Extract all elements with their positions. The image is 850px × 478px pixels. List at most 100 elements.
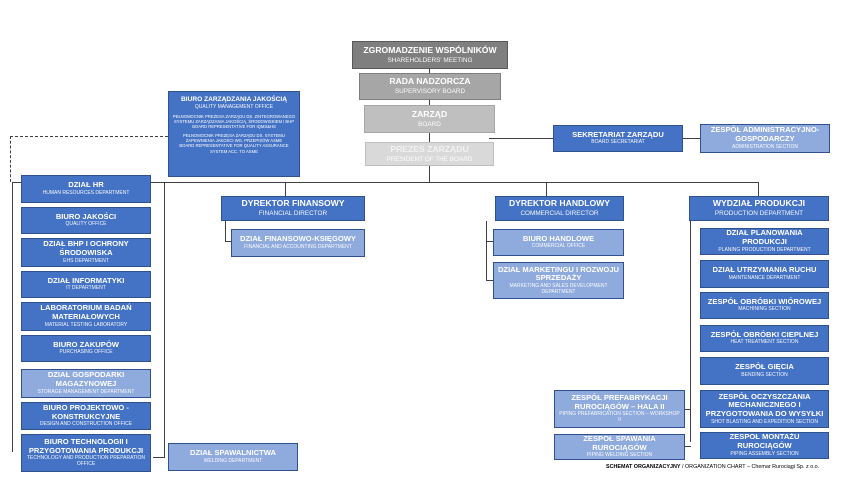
connector-line — [758, 182, 759, 196]
connector-line — [486, 221, 487, 281]
machining-section-box: ZESPÓŁ OBRÓBKI WIÓROWEJ MACHINING SECTIO… — [700, 292, 829, 319]
unit-subtitle: MATERIAL TESTING LABORATORY — [44, 321, 128, 328]
connector-line — [225, 241, 231, 242]
unit-title: BIURO ZAKUPÓW — [53, 339, 119, 349]
quality-office-box: BIURO JAKOŚCI QUALITY OFFICE — [21, 207, 151, 234]
commercial-director-box: DYREKTOR HANDLOWY COMMERCIAL DIRECTOR — [495, 196, 624, 221]
board-title: ZARZĄD — [411, 108, 448, 119]
commercial-office-box: BIURO HANDLOWE COMMERCIAL OFFICE — [493, 229, 624, 256]
unit-title: BIURO JAKOŚCI — [55, 211, 117, 221]
unit-subtitle: DESIGN AND CONSTRUCTION OFFICE — [39, 421, 133, 428]
supervisory-board-title: RADA NADZORCZA — [389, 76, 471, 87]
it-department-box: DZIAŁ INFORMATYKI IT DEPARTMENT — [21, 271, 151, 298]
bending-section-box: ZESPÓŁ GIĘCIA BENDING SECTION — [700, 357, 829, 385]
unit-title: DZIAŁ UTRZYMANIA RUCHU — [712, 265, 817, 275]
unit-title: BIURO PROJEKTOWO - KONSTRUKCYJNE — [43, 402, 129, 421]
financial-director-subtitle: FINANCIAL DIRECTOR — [258, 210, 328, 218]
unit-title: ZESPÓŁ GIĘCIA — [735, 362, 794, 372]
hr-department-box: DZIAŁ HR HUMAN RESOURCES DEPARTMENT — [21, 175, 151, 203]
administration-section-title: ZESPÓŁ ADMINISTRACYJNO-GOSPODARCZY — [710, 125, 820, 144]
footer-text: / ORGANIZATION CHART – Chemar Rurociągi … — [680, 464, 820, 470]
commercial-director-title: DYREKTOR HANDLOWY — [508, 198, 611, 209]
shareholders-meeting-box: ZGROMADZENIE WSPÓLNIKÓW SHAREHOLDERS' ME… — [352, 41, 508, 69]
shareholders-meeting-title: ZGROMADZENIE WSPÓLNIKÓW — [363, 44, 497, 55]
supervisory-board-subtitle: SUPERVISORY BOARD — [394, 88, 466, 96]
unit-subtitle: HUMAN RESOURCES DEPARTMENT — [42, 189, 130, 196]
connector-line — [546, 182, 547, 196]
dashed-connector — [10, 136, 168, 137]
connector-line — [690, 221, 691, 442]
quality-management-office-box: BIURO ZARZĄDZANIA JAKOŚCIĄ QUALITY MANAG… — [168, 91, 300, 177]
quality-management-title: BIURO ZARZĄDZANIA JAKOŚCIĄ — [181, 96, 287, 103]
connector-line — [12, 182, 758, 183]
production-department-title: WYDZIAŁ PRODUKCJI — [712, 198, 806, 209]
board-secretariat-title: SEKRETARIAT ZARZĄDU — [572, 129, 664, 139]
piping-welding-subtitle: PIPING WELDING SECTION — [586, 452, 653, 459]
unit-title: DZIAŁ PLANOWANIA PRODUKCJI — [726, 228, 803, 247]
connector-line — [685, 409, 691, 410]
piping-prefabrication-title: ZESPÓŁ PREFABRYKACJI RUROCIĄGÓW – HALA I… — [571, 393, 668, 411]
president-box: PREZES ZARZĄDU PRESIDENT OF THE BOARD — [365, 142, 494, 166]
dashed-connector — [10, 136, 11, 182]
commercial-office-title: BIURO HANDLOWE — [522, 233, 595, 243]
production-department-box: WYDZIAŁ PRODUKCJI PRODUCTION DEPARTMENT — [689, 196, 829, 221]
piping-welding-box: ZESPÓŁ SPAWANIA RUROCIĄGÓW PIPING WELDIN… — [554, 434, 685, 460]
storage-management-box: DZIAŁ GOSPODARKI MAGAZYNOWEJ STORAGE MAN… — [21, 369, 151, 398]
board-secretariat-subtitle: BOARD SECRETARIAT — [591, 139, 645, 146]
unit-subtitle: BENDING SECTION — [741, 371, 788, 378]
unit-title: ZESPÓŁ MONTAŻU RUROCIĄGÓW — [729, 432, 800, 451]
president-subtitle: PRESIDENT OF THE BOARD — [386, 155, 473, 163]
unit-subtitle: SHOT BLASTING AND EXPEDITION SECTION — [711, 418, 818, 425]
heat-treatment-box: ZESPÓŁ OBRÓBKI CIEPLNEJ HEAT TREATMENT S… — [700, 325, 829, 352]
board-box: ZARZĄD BOARD — [364, 105, 495, 133]
unit-subtitle: HEAT TREATMENT SECTION — [730, 339, 799, 346]
unit-title: DZIAŁ HR — [68, 180, 104, 190]
marketing-department-box: DZIAŁ MARKETINGU I ROZWOJU SPRZEDAŻY MAR… — [493, 262, 624, 299]
quality-representative-note: PEŁNOMOCNIK PREZESA ZARZĄDU DS. ZINTEGRO… — [172, 114, 296, 125]
marketing-department-title: DZIAŁ MARKETINGU I ROZWOJU SPRZEDAŻY — [497, 264, 620, 283]
connector-line — [683, 138, 700, 139]
connector-line — [153, 457, 165, 458]
unit-subtitle: TECHNOLOGY AND PRODUCTION PREPARATION OF… — [26, 455, 146, 468]
unit-subtitle: MAINTENANCE DEPARTMENT — [728, 274, 801, 281]
administration-section-box: ZESPÓŁ ADMINISTRACYJNO-GOSPODARCZY ADMIN… — [700, 124, 830, 153]
quality-management-subtitle: QUALITY MANAGEMENT OFFICE — [194, 103, 274, 110]
asme-representative-note: PEŁNOMOCNIK PREZESA ZARZĄDU DS. SYSTEMU … — [183, 133, 285, 144]
chart-footer: SCHEMAT ORGANIZACYJNY / ORGANIZATION CHA… — [606, 464, 819, 470]
financial-director-title: DYREKTOR FINANSOWY — [241, 198, 345, 209]
purchasing-office-box: BIURO ZAKUPÓW PURCHASING OFFICE — [21, 335, 151, 362]
design-office-box: BIURO PROJEKTOWO - KONSTRUKCYJNE DESIGN … — [21, 402, 151, 430]
unit-subtitle: STORAGE MANAGEMENT DEPARTMENT — [37, 388, 135, 395]
ehs-department-box: DZIAŁ BHP I OCHRONY ŚRODOWISKA EHS DEPAR… — [21, 238, 151, 267]
finance-accounting-box: DZIAŁ FINANSOWO-KSIĘGOWY FINANCIAL AND A… — [231, 229, 365, 257]
welding-department-title: DZIAŁ SPAWALNICTWA — [190, 448, 276, 458]
unit-title: ZESPÓŁ OBRÓBKI WIÓROWEJ — [707, 296, 822, 306]
quality-representative-note-en: BOARD REPRESENTATIVE FOR IQMS&HS — [192, 124, 276, 130]
commercial-office-subtitle: COMMERCIAL OFFICE — [531, 243, 586, 250]
piping-welding-title: ZESPÓŁ SPAWANIA RUROCIĄGÓW — [583, 434, 656, 452]
welding-department-box: DZIAŁ SPAWALNICTWA WELDING DEPARTMENT — [168, 443, 298, 471]
unit-title: ZESPÓŁ OBRÓBKI CIEPLNEJ — [710, 329, 819, 339]
piping-prefabrication-box: ZESPÓŁ PREFABRYKACJI RUROCIĄGÓW – HALA I… — [554, 390, 685, 428]
unit-subtitle: PURCHASING OFFICE — [59, 349, 113, 356]
supervisory-board-box: RADA NADZORCZA SUPERVISORY BOARD — [359, 73, 501, 100]
footer-bold: SCHEMAT ORGANIZACYJNY — [606, 464, 681, 470]
shareholders-meeting-subtitle: SHAREHOLDERS' MEETING — [387, 56, 473, 64]
connector-line — [164, 182, 165, 458]
maintenance-box: DZIAŁ UTRZYMANIA RUCHU MAINTENANCE DEPAR… — [700, 260, 829, 288]
administration-section-subtitle: ADMINISTRATION SECTION — [731, 143, 799, 150]
unit-title: DZIAŁ GOSPODARKI MAGAZYNOWEJ — [47, 370, 125, 389]
unit-title: DZIAŁ INFORMATYKI — [47, 275, 125, 285]
piping-assembly-box: ZESPÓŁ MONTAŻU RUROCIĄGÓW PIPING ASSEMBL… — [700, 432, 829, 459]
finance-accounting-title: DZIAŁ FINANSOWO-KSIĘGOWY — [239, 234, 356, 244]
welding-department-subtitle: WELDING DEPARTMENT — [203, 457, 263, 464]
connector-line — [489, 138, 553, 139]
unit-subtitle: MACHINING SECTION — [738, 306, 791, 313]
board-secretariat-box: SEKRETARIAT ZARZĄDU BOARD SECRETARIAT — [553, 125, 683, 152]
financial-director-box: DYREKTOR FINANSOWY FINANCIAL DIRECTOR — [221, 196, 365, 221]
connector-line — [486, 280, 493, 281]
asme-representative-note-en: BOARD REPRESENTATIVE FOR QUALITY ASSURAN… — [179, 143, 289, 154]
unit-subtitle: EHS DEPARTMENT — [63, 257, 109, 264]
piping-prefabrication-subtitle: PIPING PREFABRICATION SECTION – WORKSHOP… — [559, 411, 680, 424]
